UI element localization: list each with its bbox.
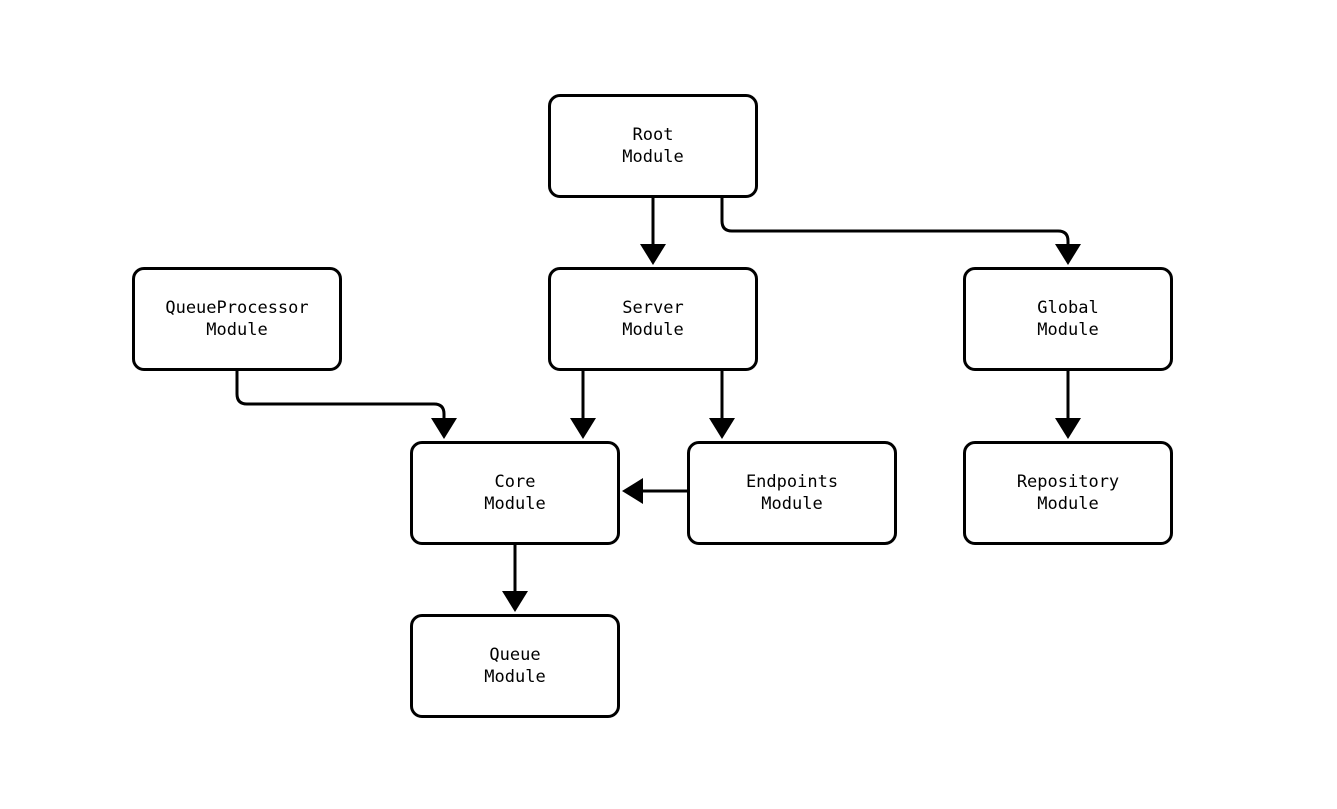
edge-core-to-queue bbox=[502, 545, 528, 612]
node-global-module[interactable]: Global Module bbox=[963, 267, 1173, 371]
node-repository-module[interactable]: Repository Module bbox=[963, 441, 1173, 545]
edge-root-to-global bbox=[720, 198, 1081, 265]
node-endpoints-module[interactable]: Endpoints Module bbox=[687, 441, 897, 545]
edge-global-to-repository bbox=[1055, 371, 1081, 439]
edge-server-to-core bbox=[570, 371, 596, 439]
edge-queueprocessor-to-core bbox=[235, 371, 457, 439]
node-core-module[interactable]: Core Module bbox=[410, 441, 620, 545]
node-server-module[interactable]: Server Module bbox=[548, 267, 758, 371]
node-root-module-label: Root Module bbox=[622, 125, 684, 167]
node-global-module-label: Global Module bbox=[1037, 298, 1099, 340]
edge-server-to-endpoints bbox=[709, 371, 735, 439]
node-queue-module-label: Queue Module bbox=[484, 645, 546, 687]
node-queueprocessor-module-label: QueueProcessor Module bbox=[165, 298, 309, 340]
node-endpoints-module-label: Endpoints Module bbox=[745, 472, 839, 514]
node-server-module-label: Server Module bbox=[622, 298, 684, 340]
node-repository-module-label: Repository Module bbox=[1016, 472, 1120, 514]
node-root-module[interactable]: Root Module bbox=[548, 94, 758, 198]
edge-endpoints-to-core bbox=[622, 478, 687, 504]
edge-root-to-server bbox=[640, 198, 666, 265]
node-queue-module[interactable]: Queue Module bbox=[410, 614, 620, 718]
node-queueprocessor-module[interactable]: QueueProcessor Module bbox=[132, 267, 342, 371]
node-core-module-label: Core Module bbox=[484, 472, 546, 514]
